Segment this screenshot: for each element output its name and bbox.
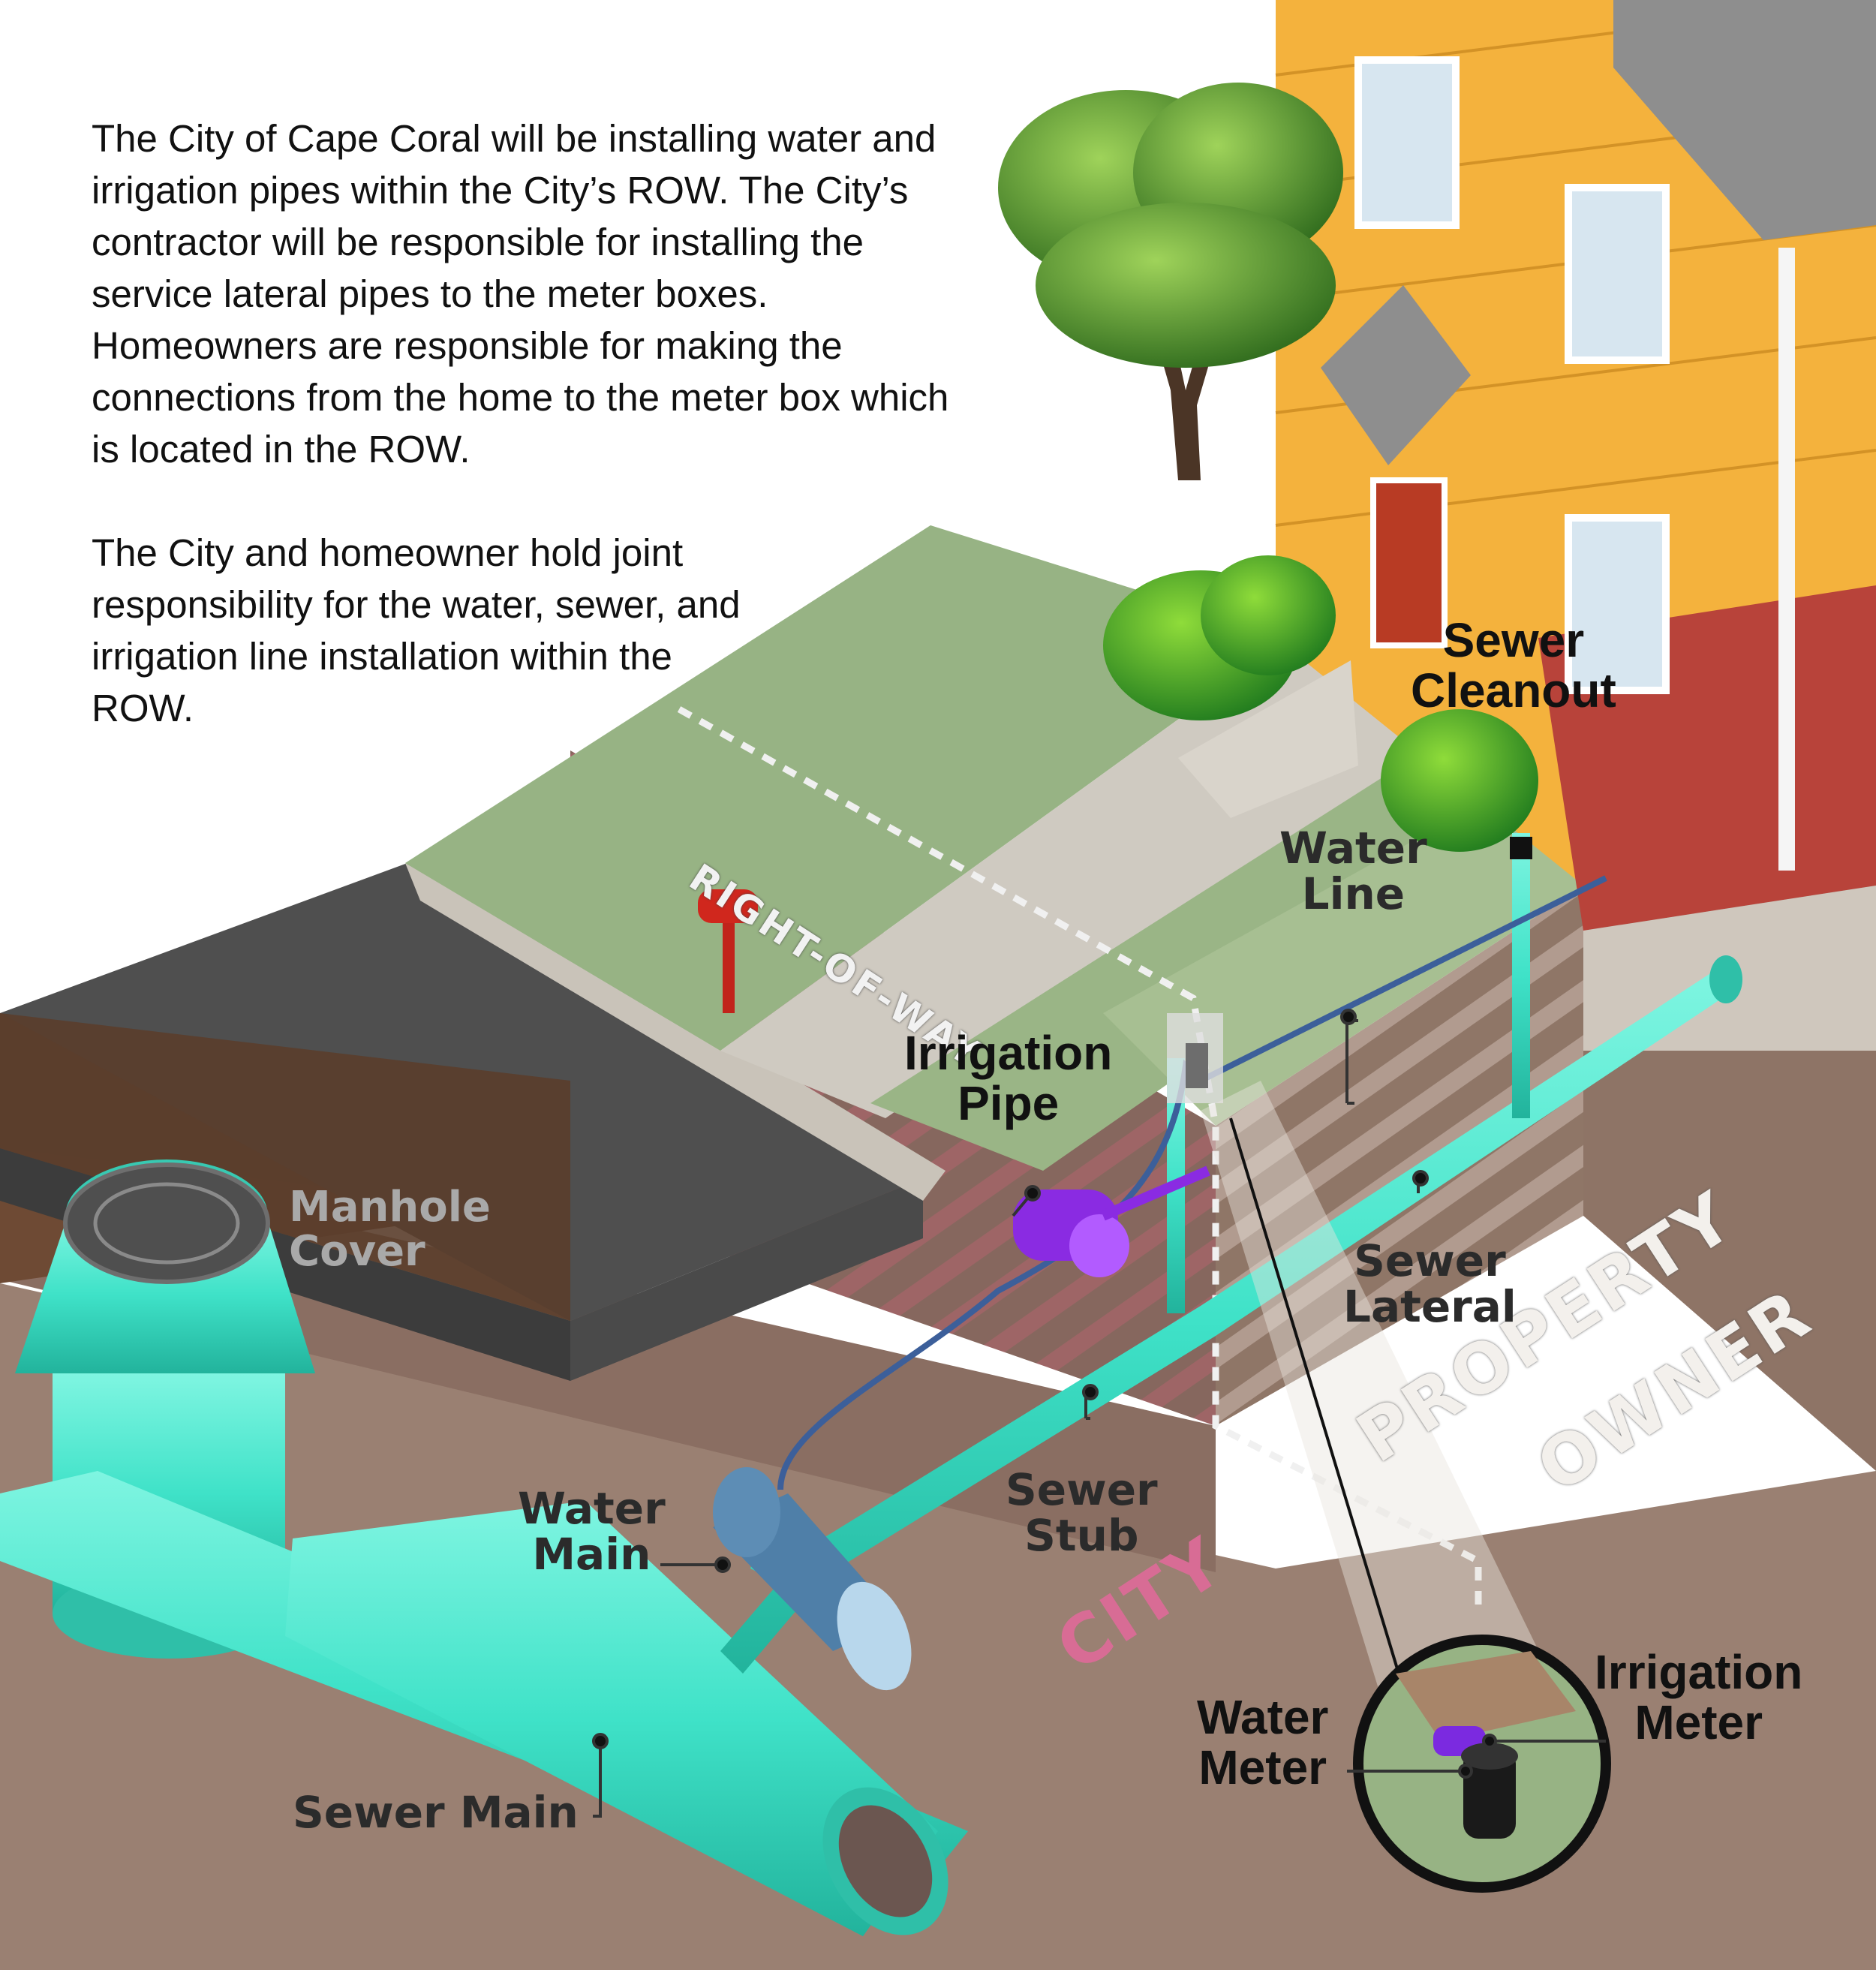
label-sewer-main: Sewer Main [293,1787,579,1838]
sewer-cleanout [1510,837,1532,859]
tree [998,83,1343,480]
front-steps [1178,660,1358,818]
intro-text: The City of Cape Coral will be installin… [92,113,955,786]
water-service-line [777,875,1607,1490]
leader-lines [592,1009,1606,1818]
bushes [1103,555,1538,852]
porch-roof [1321,285,1471,465]
right-of-way-line [677,706,1482,1606]
mailbox [698,889,758,1013]
irrigation-pipe [1013,1165,1210,1277]
callout-pointer [1229,1117,1405,1689]
window-lower-right [1565,514,1670,694]
meter-box-riser [1167,1013,1223,1103]
house [1178,0,1876,1051]
meter-inset [1353,1635,1611,1893]
front-door [1370,477,1448,648]
water-main-pipe [713,1467,912,1691]
callout-beam [1201,1081,1553,1696]
sewer-main-pipe [0,1471,968,1936]
intro-paragraph-2: The City and homeowner hold joint respon… [92,531,741,729]
intro-paragraph-1: The City of Cape Coral will be installin… [92,117,949,471]
downspout [1778,248,1795,871]
water-meter [1463,1749,1516,1839]
curb [405,863,946,1201]
window-upper-left [1354,56,1460,229]
window-upper-right [1565,184,1670,364]
